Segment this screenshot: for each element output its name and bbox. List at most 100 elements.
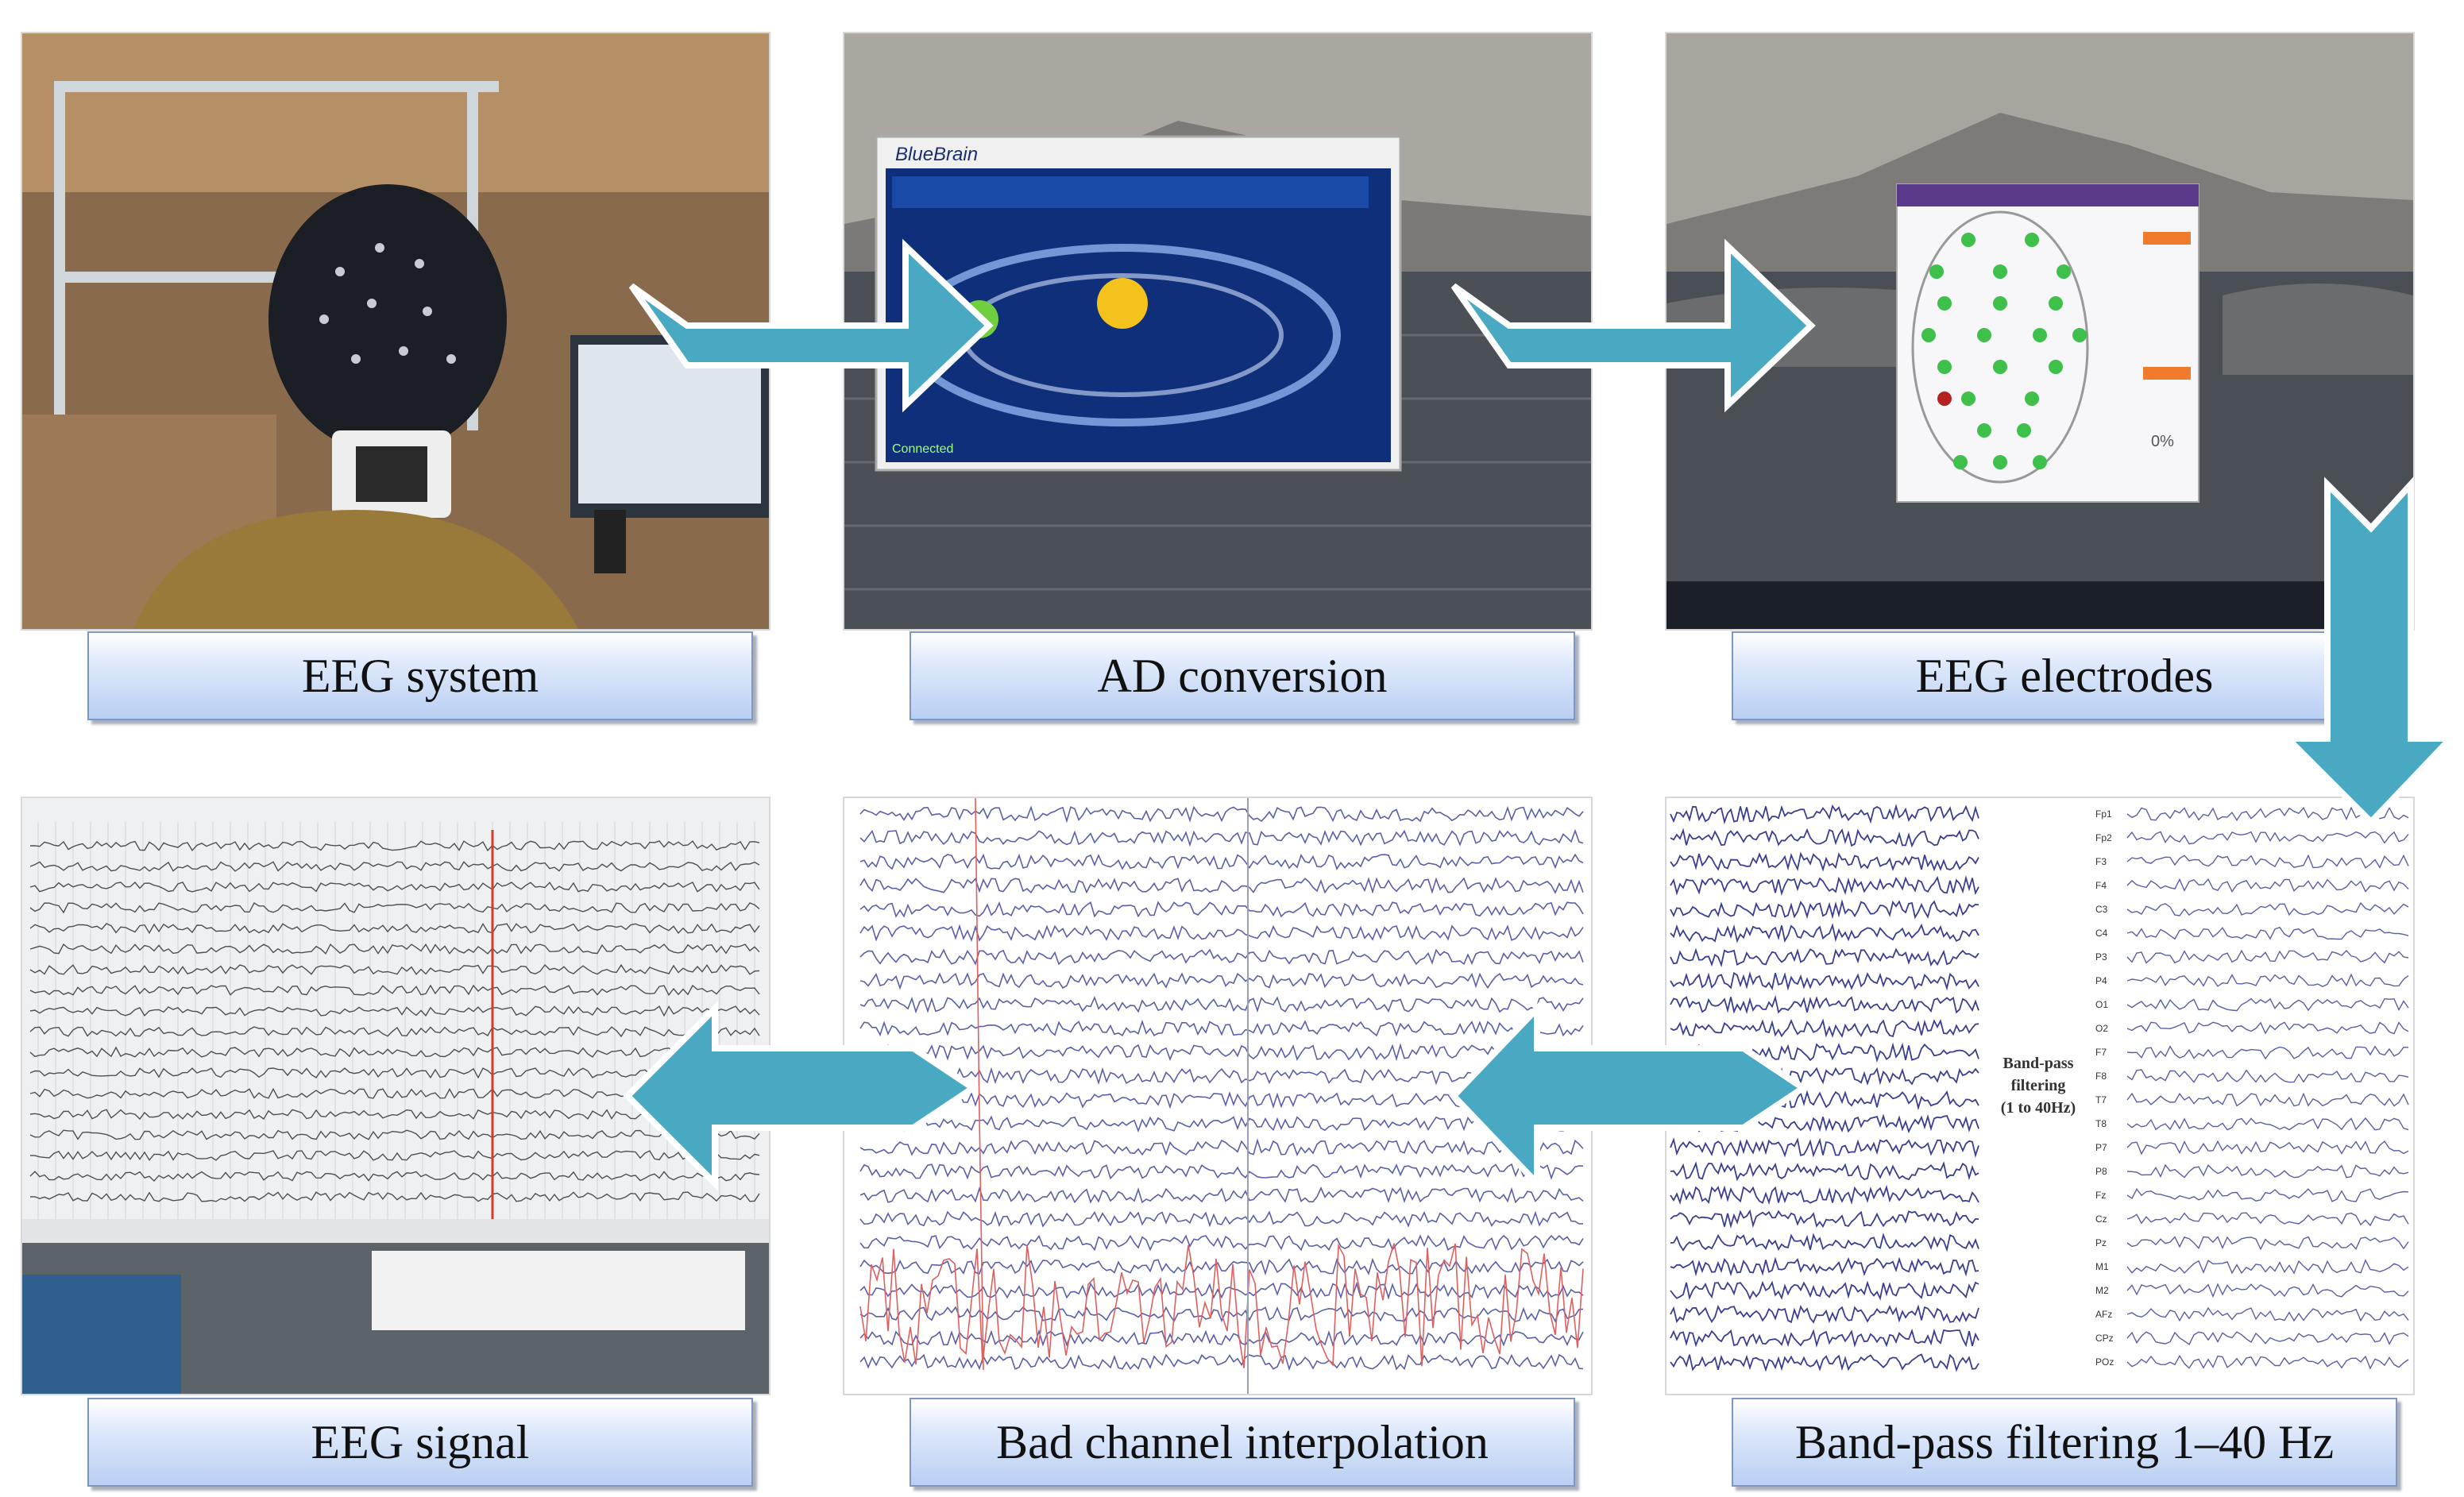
electrode-dot-6 xyxy=(1993,296,2007,311)
channel-label: Fp1 xyxy=(2095,808,2112,820)
filtered-trace xyxy=(2126,949,2409,964)
channel-label: F4 xyxy=(2095,880,2107,891)
filtered-trace xyxy=(2126,973,2409,987)
raw-trace xyxy=(1670,851,1979,872)
electrode-dot-20 xyxy=(1953,455,1968,469)
channel-label: P7 xyxy=(2095,1142,2107,1153)
channel-label: P8 xyxy=(2095,1166,2107,1177)
filtered-trace xyxy=(2126,1283,2409,1298)
channel-label: POz xyxy=(2095,1356,2114,1368)
electrode-dot-11 xyxy=(2072,328,2087,342)
channel-label: O1 xyxy=(2095,999,2108,1010)
label-eeg-system: EEG system xyxy=(87,631,753,720)
raw-trace xyxy=(1670,923,1979,943)
interp-trace xyxy=(859,877,1584,894)
channel-label: T8 xyxy=(2095,1118,2107,1129)
electrode-dot-10 xyxy=(2033,328,2047,342)
interp-trace xyxy=(859,805,1584,824)
bad-channel-spike xyxy=(975,798,984,1371)
channel-label: P4 xyxy=(2095,975,2107,986)
filtered-trace xyxy=(2126,1092,2409,1107)
filtered-trace xyxy=(2126,1140,2409,1156)
filtered-trace xyxy=(2126,997,2409,1012)
label-band-pass-filtering: Band-pass filtering 1–40 Hz xyxy=(1732,1398,2397,1487)
filtered-trace xyxy=(2126,1117,2409,1131)
raw-trace xyxy=(1670,947,1979,968)
screen-eeg-electrodes: 0% xyxy=(1666,33,2413,629)
channel-label: T7 xyxy=(2095,1094,2107,1105)
channel-label: CPz xyxy=(2095,1333,2114,1344)
channel-label: C4 xyxy=(2095,928,2108,939)
signal-trace xyxy=(29,943,760,955)
filtered-trace xyxy=(2126,1212,2409,1227)
filtered-trace xyxy=(2126,1354,2409,1370)
electrode-dot-4 xyxy=(2057,264,2071,279)
quality-percent: 0% xyxy=(2151,433,2174,450)
electrode-dot-17 xyxy=(1977,423,1991,438)
channel-label: AFz xyxy=(2095,1309,2112,1320)
interp-trace xyxy=(859,1353,1584,1372)
label-eeg-electrodes: EEG electrodes xyxy=(1732,631,2397,720)
channel-label: Pz xyxy=(2095,1237,2107,1248)
filtered-trace xyxy=(2126,901,2409,916)
raw-trace xyxy=(1670,1184,1979,1205)
filtered-trace xyxy=(2126,1259,2409,1275)
signal-trace xyxy=(29,840,760,852)
signal-trace xyxy=(29,984,760,997)
electrode-dot-16 xyxy=(2025,392,2039,406)
electrode-dot-0 xyxy=(1961,233,1975,247)
interp-trace xyxy=(859,924,1584,943)
electrode-dot-8 xyxy=(1921,328,1936,342)
electrode-dot-18 xyxy=(2017,423,2031,438)
channel-label: M2 xyxy=(2095,1285,2109,1296)
electrode-dot-3 xyxy=(1993,264,2007,279)
interp-trace xyxy=(859,948,1584,966)
filtered-trace xyxy=(2126,1306,2409,1322)
bad-channel-trace xyxy=(859,1243,1584,1368)
interp-trace xyxy=(859,1281,1584,1300)
raw-trace xyxy=(1670,875,1979,897)
channel-label: C3 xyxy=(2095,904,2108,915)
electrode-dot-7 xyxy=(2049,296,2063,311)
raw-trace xyxy=(1670,1233,1979,1252)
electrode-dot-9 xyxy=(1977,328,1991,342)
raw-trace xyxy=(1670,1353,1979,1372)
status-text: Connected xyxy=(892,442,953,456)
electrode-dot-19 xyxy=(1993,455,2007,469)
electrode-dot-1 xyxy=(2025,233,2039,247)
channel-label: Fp2 xyxy=(2095,832,2112,843)
channel-label: P3 xyxy=(2095,951,2107,963)
filtered-trace xyxy=(2126,878,2409,893)
signal-trace xyxy=(29,902,760,914)
channel-label: O2 xyxy=(2095,1023,2108,1034)
filtered-trace xyxy=(2126,1331,2409,1346)
electrode-dot-21 xyxy=(2033,455,2047,469)
channel-label: F8 xyxy=(2095,1071,2107,1082)
electrode-dot-5 xyxy=(1937,296,1952,311)
raw-trace xyxy=(1670,1209,1979,1229)
electrode-dot-15 xyxy=(1961,392,1975,406)
interp-trace xyxy=(859,972,1584,990)
screen-ad-conversion: BlueBrain Connected xyxy=(844,33,1591,629)
raw-trace xyxy=(1670,828,1979,848)
plot-bad-channel-interpolation xyxy=(844,798,1591,1394)
filtered-trace xyxy=(2126,1069,2409,1083)
electrode-dot-2 xyxy=(1929,264,1944,279)
raw-trace xyxy=(1670,1280,1979,1301)
channel-label: Cz xyxy=(2095,1213,2107,1225)
filter-note-2: filtering xyxy=(2011,1077,2066,1094)
signal-trace xyxy=(29,861,760,872)
filtered-trace xyxy=(2126,854,2409,869)
signal-trace xyxy=(29,881,760,893)
filter-note-1: Band-pass xyxy=(2003,1055,2074,1072)
channel-label: Fz xyxy=(2095,1190,2106,1201)
interp-trace xyxy=(859,901,1584,918)
electrode-dot-13 xyxy=(1993,360,2007,374)
interp-trace xyxy=(859,828,1584,847)
raw-trace xyxy=(1670,1256,1979,1277)
filtered-trace xyxy=(2126,1045,2409,1060)
channel-label: F3 xyxy=(2095,856,2107,867)
interp-trace xyxy=(859,853,1584,870)
label-eeg-signal: EEG signal xyxy=(87,1398,753,1487)
label-bad-channel-interpolation: Bad channel interpolation xyxy=(910,1398,1575,1487)
